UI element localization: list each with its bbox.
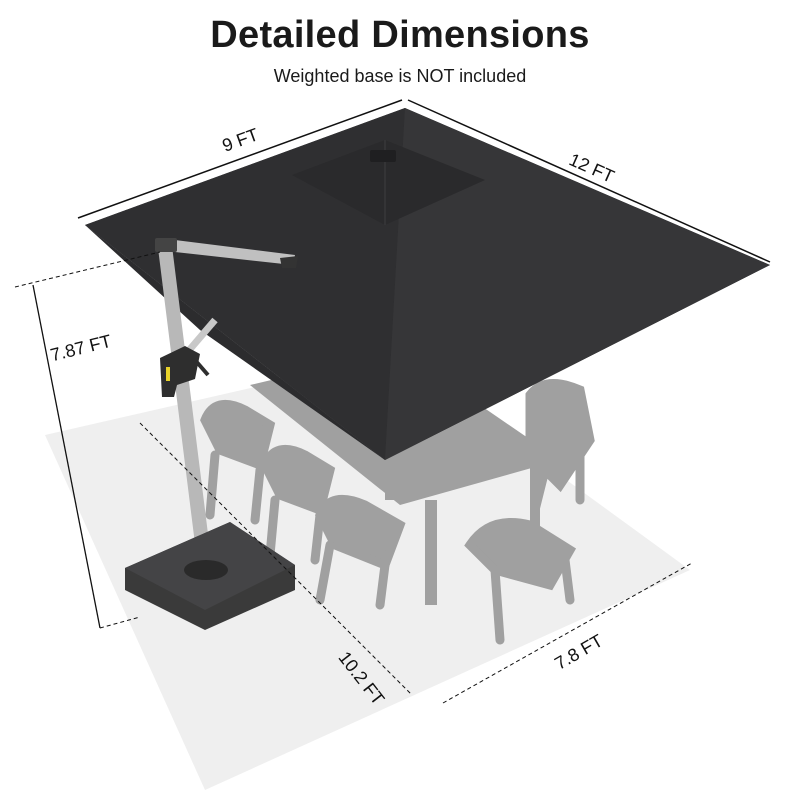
dimension-lines (14, 99, 771, 704)
page-subtitle: Weighted base is NOT included (273, 66, 527, 86)
page-title: Detailed Dimensions (210, 14, 590, 56)
crank-handle (160, 346, 210, 397)
umbrella-canopy (85, 108, 770, 460)
weighted-base (125, 522, 295, 630)
chairs (200, 379, 595, 645)
